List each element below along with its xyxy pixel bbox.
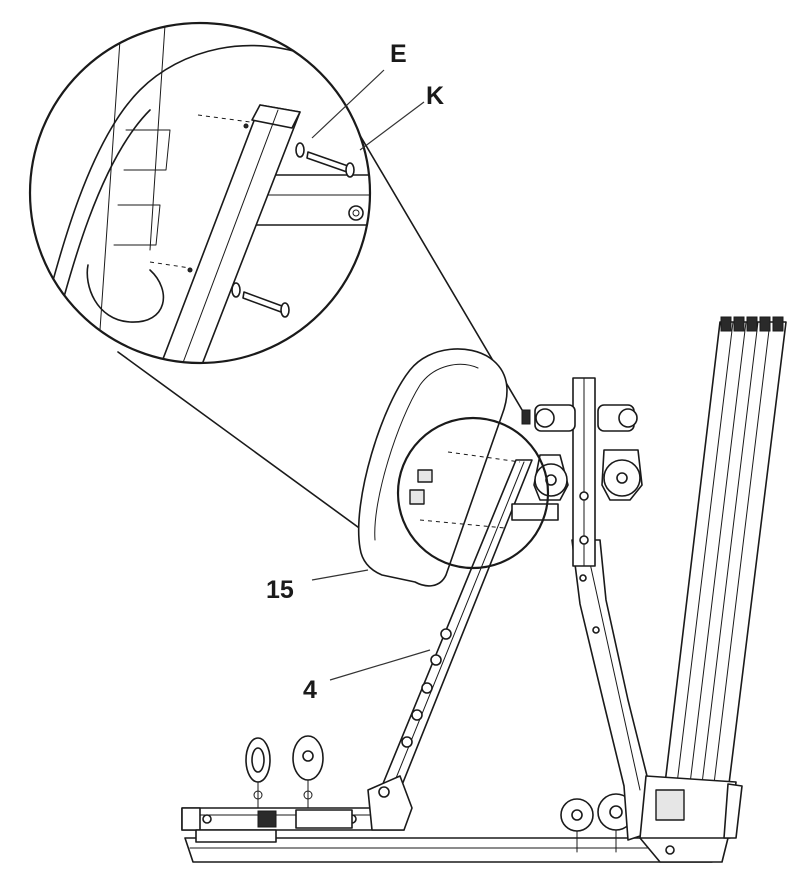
callout-k-group: K <box>359 82 444 151</box>
callout-label-4: 4 <box>303 676 317 704</box>
foot-pulley-left <box>245 737 271 809</box>
top-pulley-right <box>597 404 643 501</box>
base-frame <box>181 807 731 863</box>
back-support-tube <box>367 459 559 831</box>
callout-label-k: K <box>426 82 444 110</box>
callout-label-e: E <box>390 40 407 68</box>
callout-4-group: 4 <box>303 649 431 704</box>
detail-circle-small <box>396 416 550 570</box>
callout-e-group: E <box>311 40 407 139</box>
top-pulley-left <box>521 404 576 501</box>
main-upright <box>571 377 653 841</box>
foot-pulley-center <box>292 735 324 809</box>
power-rod-stack <box>639 316 787 839</box>
back-pad <box>357 348 508 587</box>
callout-15-group: 15 <box>266 569 369 604</box>
callout-label-15: 15 <box>266 576 294 604</box>
detail-circle-large <box>28 21 372 365</box>
